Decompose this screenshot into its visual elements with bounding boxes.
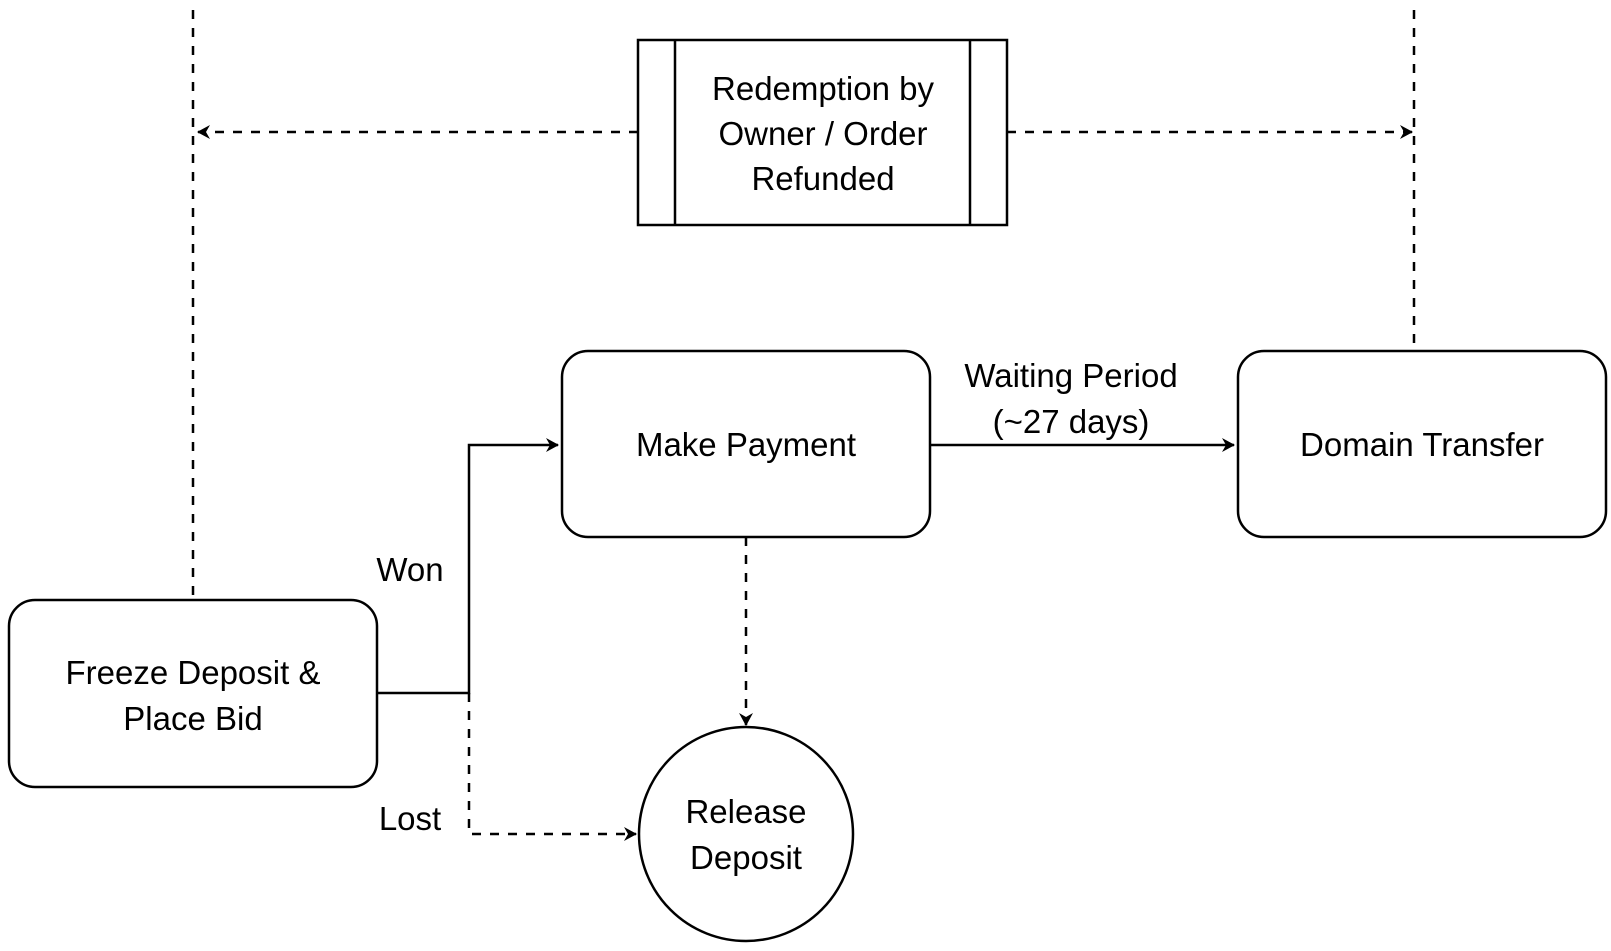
release-deposit-node: Release Deposit <box>637 725 855 943</box>
freeze-deposit-label-line1: Freeze Deposit & <box>66 654 321 691</box>
redemption-label-line3: Refunded <box>751 160 894 197</box>
waiting-period-label-line2: (~27 days) <box>993 403 1150 440</box>
release-deposit-label-line1: Release <box>685 793 806 830</box>
lost-label: Lost <box>379 800 441 837</box>
domain-transfer-label: Domain Transfer <box>1300 426 1544 463</box>
redemption-node: Redemption by Owner / Order Refunded <box>636 38 1009 227</box>
make-payment-label: Make Payment <box>636 426 856 463</box>
make-payment-node: Make Payment <box>560 349 932 539</box>
waiting-period-label-line1: Waiting Period <box>964 357 1177 394</box>
freeze-deposit-node: Freeze Deposit & Place Bid <box>7 598 379 789</box>
redemption-label-line1: Redemption by <box>712 70 934 107</box>
won-label: Won <box>376 551 443 588</box>
release-deposit-label-line2: Deposit <box>690 839 802 876</box>
domain-transfer-node: Domain Transfer <box>1236 349 1608 539</box>
lost-connector-arrow <box>467 693 637 841</box>
redemption-label-line2: Owner / Order <box>718 115 927 152</box>
freeze-deposit-label-line2: Place Bid <box>123 700 262 737</box>
won-connector-arrow <box>377 438 559 695</box>
